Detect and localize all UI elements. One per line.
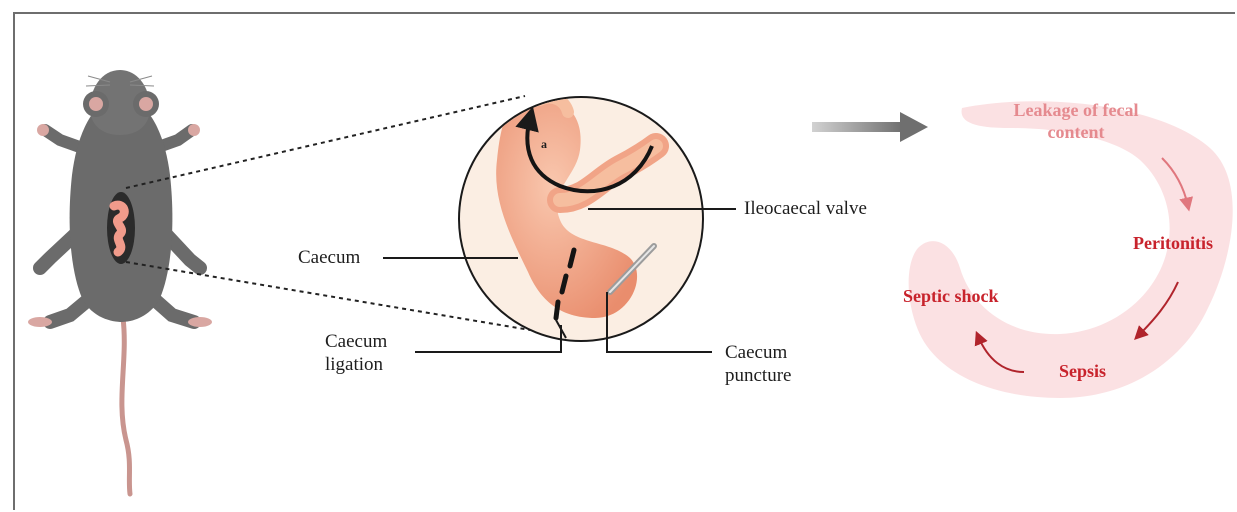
caecum-magnified-icon <box>459 97 703 341</box>
sepsis-label: Sepsis <box>1059 360 1106 382</box>
caecum-ligation-label: Caecum ligation <box>325 330 387 376</box>
zoom-line-top <box>126 96 525 188</box>
leakage-label: Leakage of fecal content <box>976 99 1176 143</box>
ileocaecal-valve-label: Ileocaecal valve <box>744 197 867 220</box>
caecum-puncture-label: Caecum puncture <box>725 341 791 387</box>
peritonitis-label: Peritonitis <box>1133 232 1213 254</box>
mouse-illustration-icon <box>28 70 212 494</box>
septic-shock-label: Septic shock <box>903 285 999 307</box>
arrow-annotation: a <box>541 137 547 152</box>
caecum-label: Caecum <box>298 246 360 269</box>
gray-right-arrow-icon <box>812 112 928 142</box>
